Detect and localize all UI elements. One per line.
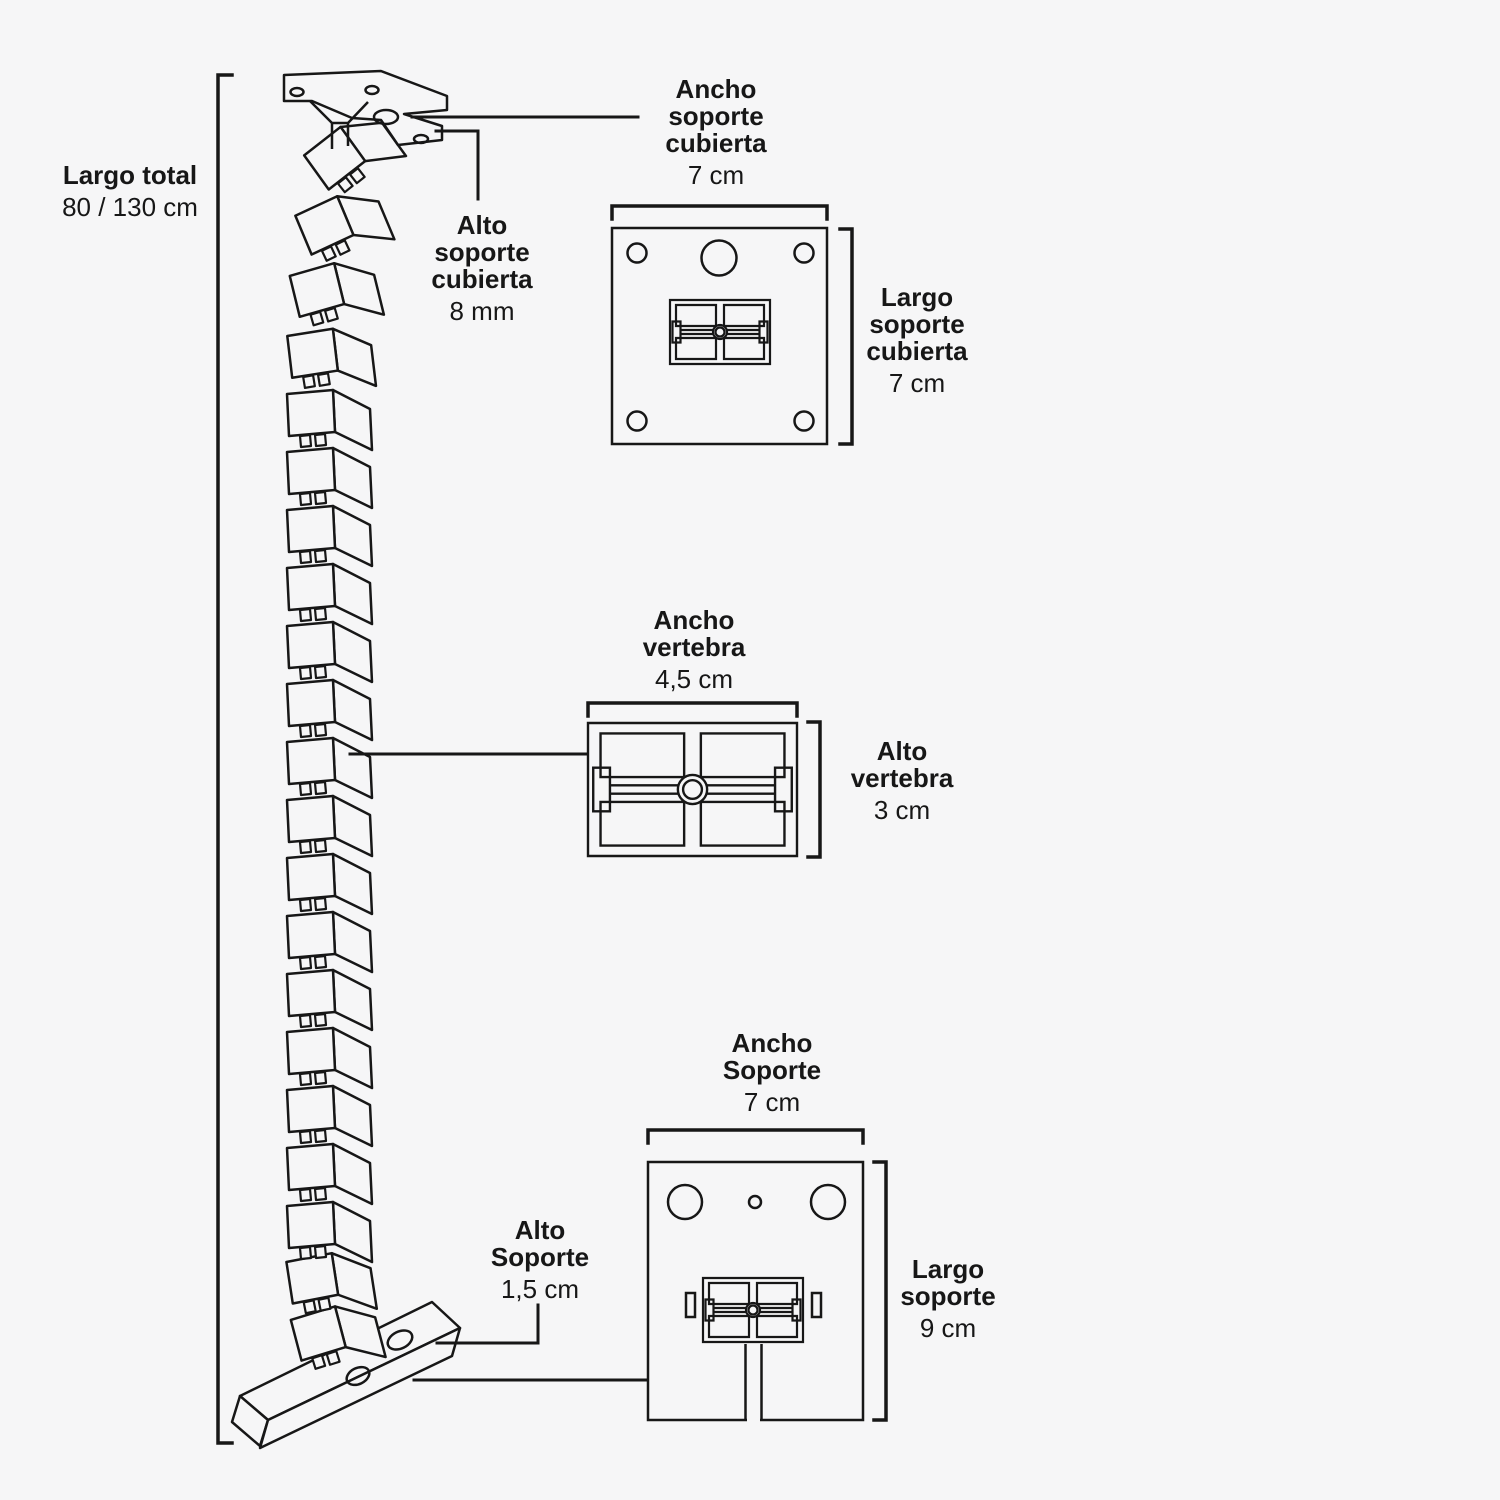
label-title: Ancho — [731, 1028, 813, 1058]
spine-drawing — [230, 69, 462, 1450]
vertebra-link — [292, 181, 396, 270]
label-value: 4,5 cm — [654, 664, 734, 694]
vertebra-link — [285, 968, 374, 1032]
label-title: Largo — [911, 1254, 985, 1284]
label-value: 8 mm — [449, 296, 515, 326]
label-support-width: Ancho Soporte 7 cm — [723, 1030, 821, 1116]
leader-support-height — [435, 1303, 540, 1345]
label-value: 80 / 130 cm — [62, 192, 198, 222]
label-title: Largo total — [62, 160, 198, 190]
width-bracket — [610, 204, 829, 221]
label-value: 3 cm — [873, 795, 931, 825]
label-title: Soporte — [722, 1055, 822, 1085]
label-title: soporte — [900, 1281, 996, 1311]
vertebra-link — [285, 1026, 374, 1090]
label-title: Alto — [456, 210, 508, 240]
floor-support-foot — [230, 1300, 462, 1450]
label-vertebra-height: Alto vertebra 3 cm — [851, 738, 954, 824]
vertebra-link — [285, 504, 374, 568]
vertebra-link — [285, 794, 374, 858]
vertebra-link — [285, 562, 374, 626]
label-title: cubierta — [665, 128, 767, 158]
leader-lines — [348, 115, 649, 1382]
vertebra-cross-section-small — [701, 1276, 805, 1344]
label-support-height: Alto Soporte 1,5 cm — [491, 1217, 589, 1303]
length-bracket — [838, 227, 854, 446]
label-cover-support-height: Alto soporte cubierta 8 mm — [431, 212, 532, 325]
vertebra-link — [285, 1142, 374, 1206]
width-bracket — [586, 701, 799, 718]
vertebra-link — [285, 446, 374, 510]
label-title: Soporte — [490, 1242, 590, 1272]
label-title: Ancho — [653, 605, 735, 635]
vertebra-link — [285, 910, 374, 974]
label-value: 7 cm — [687, 160, 745, 190]
vertebra-link — [285, 736, 374, 800]
label-title: Ancho — [675, 74, 757, 104]
vertebra-link — [285, 678, 374, 742]
label-value: 1,5 cm — [500, 1274, 580, 1304]
vertebra-link — [285, 852, 374, 916]
vertebra-cross-section-small — [668, 298, 772, 366]
vertebra-cross-section-large — [588, 723, 797, 856]
label-title: cubierta — [431, 264, 533, 294]
height-bracket — [806, 720, 822, 859]
label-total-length: Largo total 80 / 130 cm — [62, 162, 198, 221]
total-length-bracket — [216, 73, 234, 1445]
vertebra-link — [287, 254, 386, 333]
label-title: soporte — [668, 101, 764, 131]
cover-support-top-view — [610, 204, 854, 446]
label-support-length: Largo soporte 9 cm — [900, 1256, 995, 1342]
label-value: 7 cm — [888, 368, 946, 398]
width-bracket — [646, 1128, 865, 1145]
label-title: Alto — [514, 1215, 566, 1245]
label-cover-support-width: Ancho soporte cubierta 7 cm — [665, 76, 766, 189]
label-value: 7 cm — [743, 1087, 801, 1117]
vertebra-chain — [284, 104, 408, 1376]
vertebra-link — [284, 1247, 379, 1319]
label-vertebra-width: Ancho vertebra 4,5 cm — [643, 607, 746, 693]
vertebra-link — [285, 1084, 374, 1148]
vertebra-cross-section-view — [586, 701, 822, 859]
cover-mounting-plate — [282, 69, 449, 149]
vertebra-link — [285, 620, 374, 684]
vertebra-link — [285, 388, 374, 452]
label-title: soporte — [434, 237, 530, 267]
label-title: Largo — [880, 282, 954, 312]
floor-support-top-view — [646, 1128, 888, 1422]
label-title: vertebra — [850, 763, 954, 793]
label-value: 9 cm — [919, 1313, 977, 1343]
label-title: cubierta — [866, 336, 968, 366]
label-cover-support-length: Largo soporte cubierta 7 cm — [866, 284, 967, 397]
length-bracket — [872, 1160, 888, 1422]
vertebra-link — [285, 324, 378, 394]
leader-cover-height — [434, 129, 480, 201]
label-title: soporte — [869, 309, 965, 339]
label-title: Alto — [876, 736, 928, 766]
label-title: vertebra — [642, 632, 746, 662]
